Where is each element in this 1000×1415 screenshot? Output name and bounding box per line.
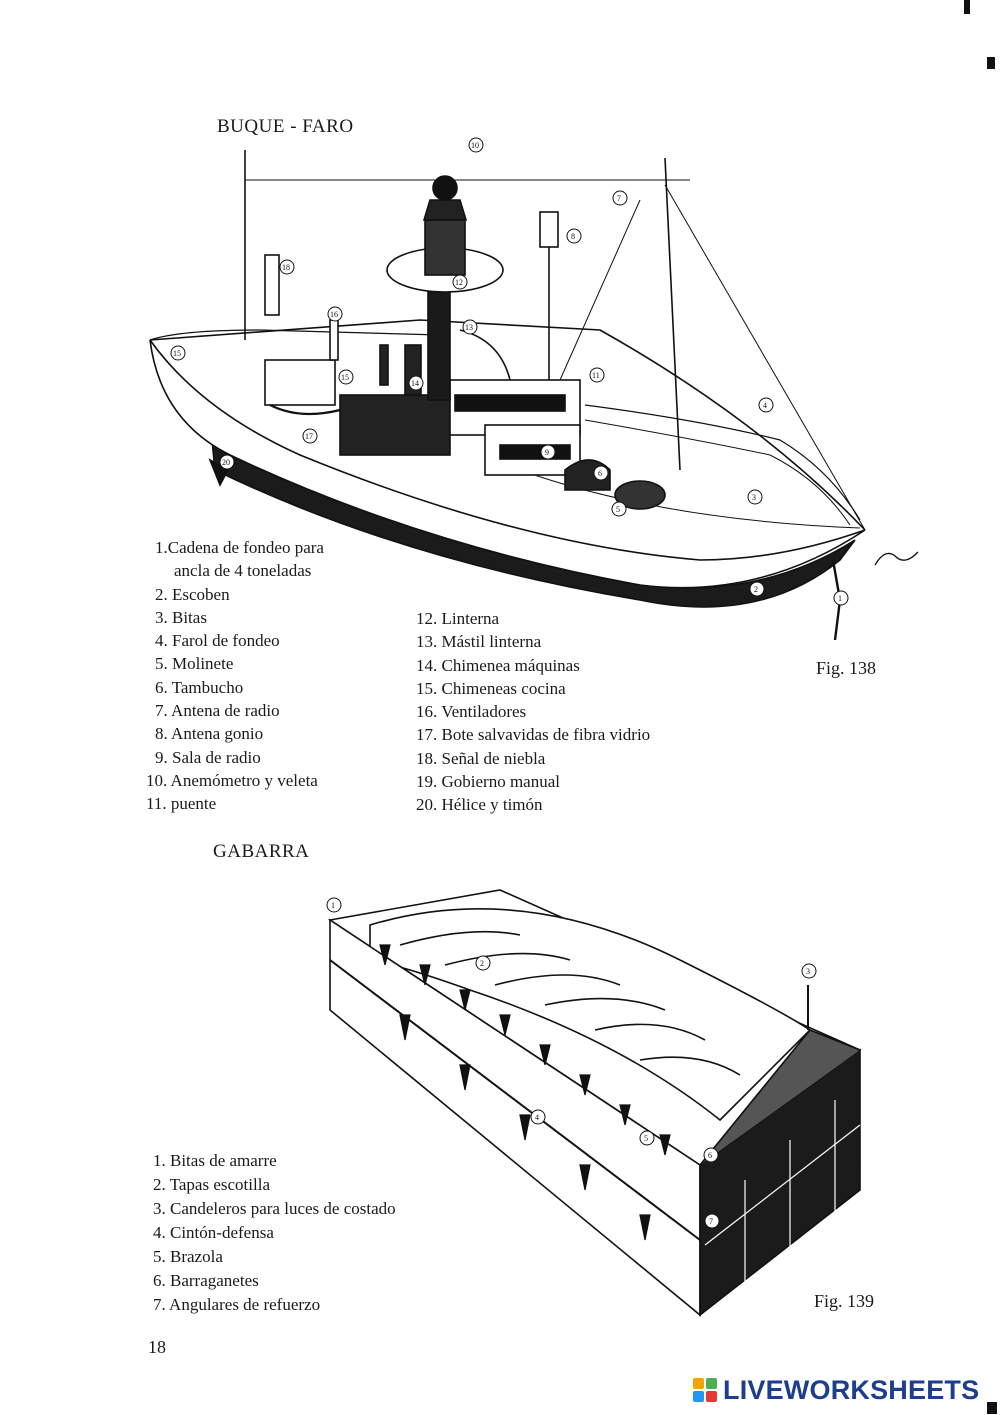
legend-item: 5. Molinete (155, 654, 234, 674)
svg-text:5: 5 (616, 505, 620, 514)
legend-item: 9. Sala de radio (155, 747, 261, 767)
figure-139-caption: Fig. 139 (814, 1291, 875, 1311)
liveworksheets-brand[interactable]: LIVEWORKSHEETS (693, 1374, 979, 1406)
legend-item: 7. Angulares de refuerzo (153, 1295, 321, 1314)
legend-item: 4. Farol de fondeo (155, 631, 280, 651)
legend-item: 6. Tambucho (155, 677, 244, 697)
logo-square (706, 1391, 717, 1402)
svg-text:9: 9 (545, 448, 549, 457)
legend-item: 8. Antena gonio (155, 724, 264, 744)
svg-text:4: 4 (535, 1113, 539, 1122)
legend-item: ancla de 4 toneladas (174, 561, 312, 581)
svg-text:18: 18 (282, 263, 290, 272)
legend-item: 11. puente (146, 794, 217, 814)
legend-item: 1. Bitas de amarre (153, 1151, 277, 1170)
svg-text:1: 1 (838, 594, 842, 603)
svg-text:11: 11 (592, 371, 600, 380)
svg-text:10: 10 (471, 141, 479, 150)
logo-square (693, 1378, 704, 1389)
page-number: 18 (148, 1337, 166, 1357)
legend-item: 13. Mástil linterna (416, 632, 542, 652)
legend-item: 15. Chimeneas cocina (416, 678, 566, 698)
svg-text:7: 7 (709, 1217, 713, 1226)
svg-text:3: 3 (752, 493, 756, 502)
legend-item: 5. Brazola (153, 1247, 223, 1266)
svg-text:12: 12 (455, 278, 463, 287)
svg-text:6: 6 (708, 1151, 712, 1160)
legend-item: 17. Bote salvavidas de fibra vidrio (416, 725, 651, 745)
legend-item: 14. Chimenea máquinas (416, 655, 580, 675)
artist-signature-icon (874, 551, 919, 566)
svg-text:7: 7 (617, 194, 621, 203)
legend-item: 6. Barraganetes (153, 1271, 259, 1290)
legend-item: 19. Gobierno manual (416, 772, 560, 792)
svg-text:15: 15 (173, 349, 181, 358)
scan-mark (987, 57, 995, 69)
legend-item: 18. Señal de niebla (416, 748, 546, 768)
legend-item: 1.Cadena de fondeo para (155, 538, 324, 557)
scan-mark (964, 0, 970, 14)
brand-text: LIVEWORKSHEETS (723, 1374, 980, 1405)
legend-item: 16. Ventiladores (416, 702, 527, 722)
figure-138-caption: Fig. 138 (816, 658, 877, 678)
legend-item: 12. Linterna (416, 609, 500, 628)
svg-text:14: 14 (411, 379, 419, 388)
legend-item: 20. Hélice y timón (416, 795, 543, 815)
legend-item: 3. Bitas (155, 607, 207, 627)
legend-item: 10. Anemómetro y veleta (146, 770, 318, 790)
figure-139-legend: 1. Bitas de amarre 2. Tapas escotilla 3.… (153, 1149, 396, 1317)
figure-138-title: BUQUE - FARO (217, 116, 354, 137)
logo-square (693, 1391, 704, 1402)
svg-text:6: 6 (598, 469, 602, 478)
logo-square (706, 1378, 717, 1389)
svg-text:17: 17 (305, 432, 313, 441)
legend-item: 4. Cintón-defensa (153, 1223, 274, 1242)
svg-text:5: 5 (644, 1134, 648, 1143)
figure-138-legend-right: 12. Linterna 13. Mástil linterna 14. Chi… (416, 607, 650, 817)
svg-text:20: 20 (222, 458, 230, 467)
svg-text:8: 8 (571, 232, 575, 241)
liveworksheets-logo-icon (693, 1378, 717, 1402)
scan-mark (987, 1402, 997, 1414)
svg-text:16: 16 (330, 310, 338, 319)
svg-text:2: 2 (480, 959, 484, 968)
svg-text:1: 1 (331, 901, 335, 910)
svg-text:15: 15 (341, 373, 349, 382)
figure-138-legend-left: 1.Cadena de fondeo para ancla de 4 tonel… (146, 536, 324, 816)
legend-item: 2. Escoben (155, 584, 230, 604)
figure-139-title: GABARRA (213, 841, 310, 862)
svg-text:13: 13 (465, 323, 473, 332)
svg-text:2: 2 (754, 585, 758, 594)
svg-text:4: 4 (763, 401, 767, 410)
svg-text:3: 3 (806, 967, 810, 976)
legend-item: 7. Antena de radio (155, 701, 280, 721)
legend-item: 2. Tapas escotilla (153, 1175, 270, 1194)
legend-item: 3. Candeleros para luces de costado (153, 1199, 396, 1218)
